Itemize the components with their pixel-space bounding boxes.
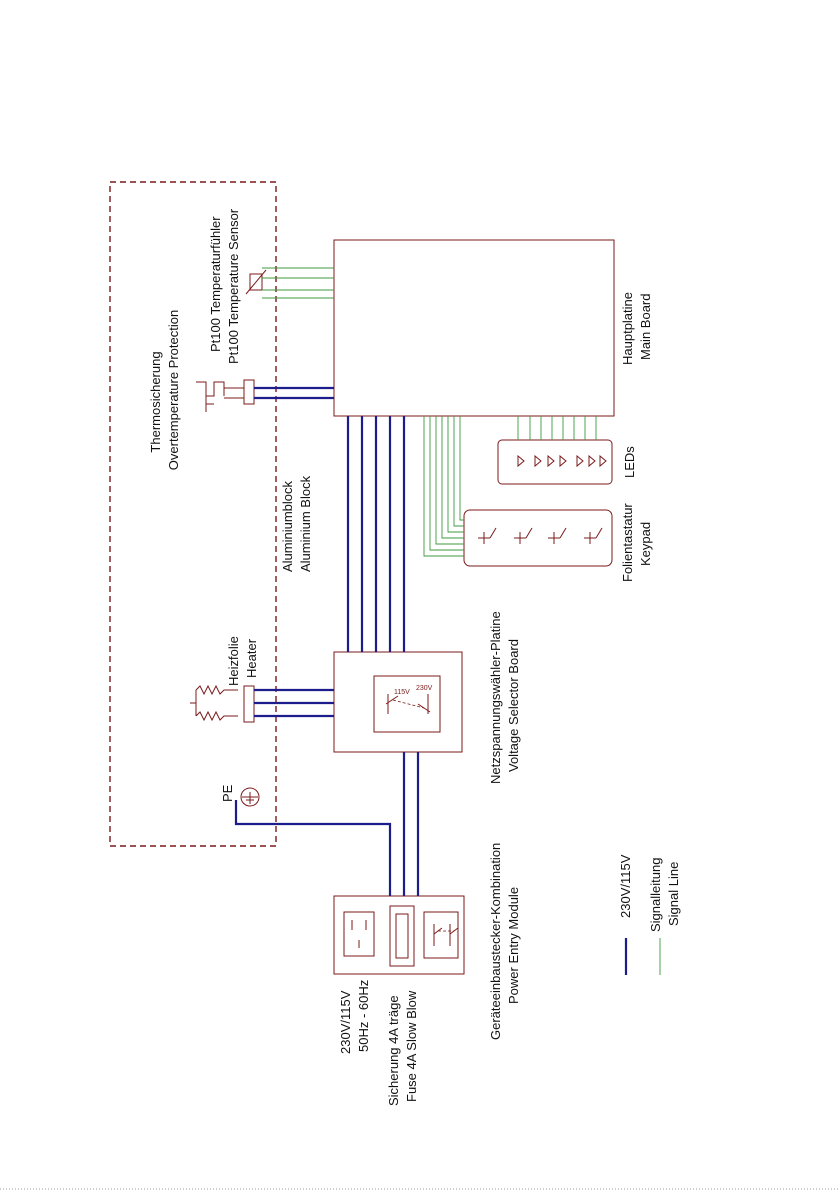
label-fuse-de: Sicherung 4A träge: [386, 995, 401, 1106]
label-alu-en: Aluminium Block: [298, 475, 313, 572]
power-switch-icon: [423, 911, 459, 959]
label-thermo-de: Thermosicherung: [148, 351, 163, 452]
aluminium-block-boundary: [109, 181, 277, 847]
legend-signal-label-en: Signal Line: [666, 862, 681, 926]
heater-icon: [190, 684, 255, 723]
label-115v: 115V: [394, 689, 410, 696]
led-symbols: [517, 454, 607, 468]
label-main-en: Main Board: [638, 294, 653, 360]
label-supply-v: 230V/115V: [338, 990, 353, 1054]
fuse-icon: [389, 905, 415, 967]
legend-signal-label-de: Signalleitung: [648, 858, 663, 932]
label-keypad-en: Keypad: [638, 522, 653, 566]
power-entry-module-box: [333, 895, 465, 975]
label-main-de: Hauptplatine: [620, 292, 635, 365]
label-pe: PE: [220, 784, 235, 802]
label-keypad-de: Folientastatur: [620, 503, 635, 582]
iec-socket-icon: [343, 911, 375, 957]
label-voltage-en: Voltage Selector Board: [506, 639, 521, 772]
label-fuse-en: Fuse 4A Slow Blow: [404, 990, 419, 1102]
voltage-selector-box: [333, 651, 463, 753]
voltage-selector-inner: [373, 675, 441, 733]
voltage-selector-linkage: [392, 699, 425, 709]
label-pem-en: Power Entry Module: [506, 887, 521, 1004]
signal-wiring: [262, 267, 597, 557]
ground-icon: [240, 787, 260, 807]
legend-power-label: 230V/115V: [618, 854, 633, 918]
label-pem-de: Geräteeinbaustecker-Kombination: [488, 843, 503, 1040]
label-leds: LEDs: [622, 446, 637, 478]
label-heater-en: Heater: [244, 638, 259, 678]
pt100-sensor-icon: [245, 269, 267, 295]
label-supply-hz: 50Hz - 60Hz: [356, 980, 371, 1052]
label-heater-de: Heizfolie: [226, 636, 241, 686]
keypad-switches: [478, 527, 603, 544]
label-pt100-en: Pt100 Temperature Sensor: [226, 208, 241, 364]
label-pt100-de: Pt100 Temperaturfühler: [208, 216, 223, 352]
thermal-fuse-icon: [196, 379, 255, 412]
label-thermo-en: Overtemperature Protection: [166, 310, 181, 470]
label-230v: 230V: [416, 685, 433, 692]
main-board-box: [333, 239, 615, 417]
power-wiring: [234, 386, 420, 896]
label-alu-de: Aluminiumblock: [280, 480, 295, 572]
leds-box: [497, 439, 613, 485]
label-voltage-de: Netzspannungswähler-Platine: [488, 611, 503, 784]
